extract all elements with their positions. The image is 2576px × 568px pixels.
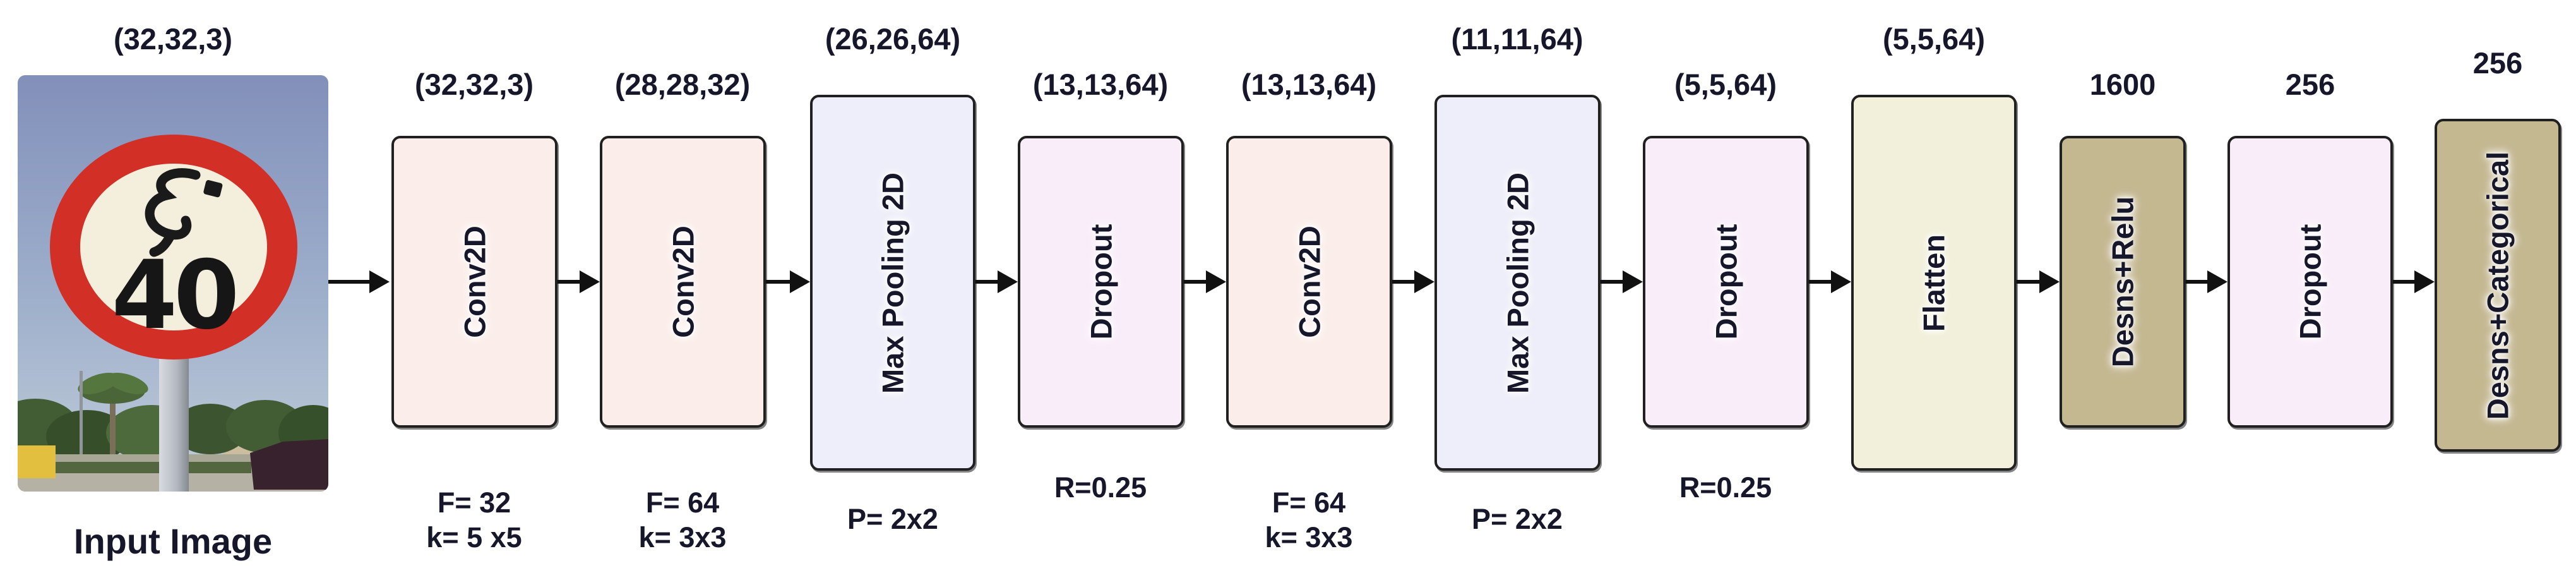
- param-label: P= 2x2: [847, 503, 938, 535]
- input-shape-label: (32,32,3): [113, 22, 233, 56]
- shape-label: (5,5,64): [1883, 22, 1985, 56]
- shape-label: (5,5,64): [1674, 68, 1777, 101]
- shape-label: (32,32,3): [414, 68, 534, 101]
- flow-arrow: [1809, 270, 1851, 293]
- layer-block-dropout-3: Dropout: [2227, 136, 2393, 428]
- param-label: P= 2x2: [1472, 503, 1563, 535]
- input-caption: Input Image: [73, 521, 273, 561]
- flow-arrow: [1601, 270, 1643, 293]
- palm-tree: [78, 373, 148, 459]
- shape-label: 1600: [2089, 68, 2156, 101]
- param-label: R=0.25: [1679, 471, 1772, 504]
- flow-arrow: [558, 270, 600, 293]
- layer-block-maxpool-2: Max Pooling 2D: [1434, 95, 1601, 471]
- flow-arrow: [1392, 270, 1434, 293]
- flow-arrow: [975, 270, 1018, 293]
- flow-arrow: [2017, 270, 2060, 293]
- arabic-forty-glyph: [145, 168, 201, 257]
- layer-block-dropout-2: Dropout: [1643, 136, 1809, 428]
- sign-number: 40: [112, 241, 236, 351]
- layer-block-conv2d-3: Conv2D: [1226, 136, 1392, 428]
- shape-label: 256: [2285, 68, 2335, 101]
- flow-arrow: [2393, 270, 2435, 293]
- flow-arrow: [2186, 270, 2227, 293]
- yellow-box: [18, 445, 56, 478]
- shape-label: (11,11,64): [1451, 22, 1583, 56]
- light-pole: [80, 371, 83, 454]
- flow-arrow: [328, 270, 390, 293]
- layer-block-conv2d-1: Conv2D: [391, 136, 558, 428]
- sign-face: [80, 164, 267, 330]
- flow-arrow: [1184, 270, 1226, 293]
- layer-block-conv2d-2: Conv2D: [600, 136, 766, 428]
- input-photo: 40: [18, 75, 328, 492]
- sign-pole: [159, 347, 189, 492]
- speed-limit-sign-photo: 40: [18, 75, 328, 492]
- shape-label: (28,28,32): [614, 68, 751, 101]
- shape-label: (26,26,64): [825, 22, 961, 56]
- shape-label: (13,13,64): [1032, 68, 1169, 101]
- layer-block-dense-relu: Desns+Relu: [2060, 136, 2186, 428]
- flow-arrow: [766, 270, 810, 293]
- layer-block-maxpool-1: Max Pooling 2D: [810, 95, 975, 471]
- hedge: [56, 462, 251, 473]
- arabic-zero-dot: [203, 180, 223, 198]
- layer-block-dense-softmax: Desns+Categorical: [2435, 119, 2561, 452]
- layer-block-dropout-1: Dropout: [1018, 136, 1184, 428]
- layer-block-flatten: Flatten: [1851, 95, 2017, 471]
- shape-label: 256: [2472, 46, 2523, 80]
- param-label: R=0.25: [1054, 471, 1147, 504]
- shape-label: (13,13,64): [1241, 68, 1377, 101]
- car: [250, 439, 328, 490]
